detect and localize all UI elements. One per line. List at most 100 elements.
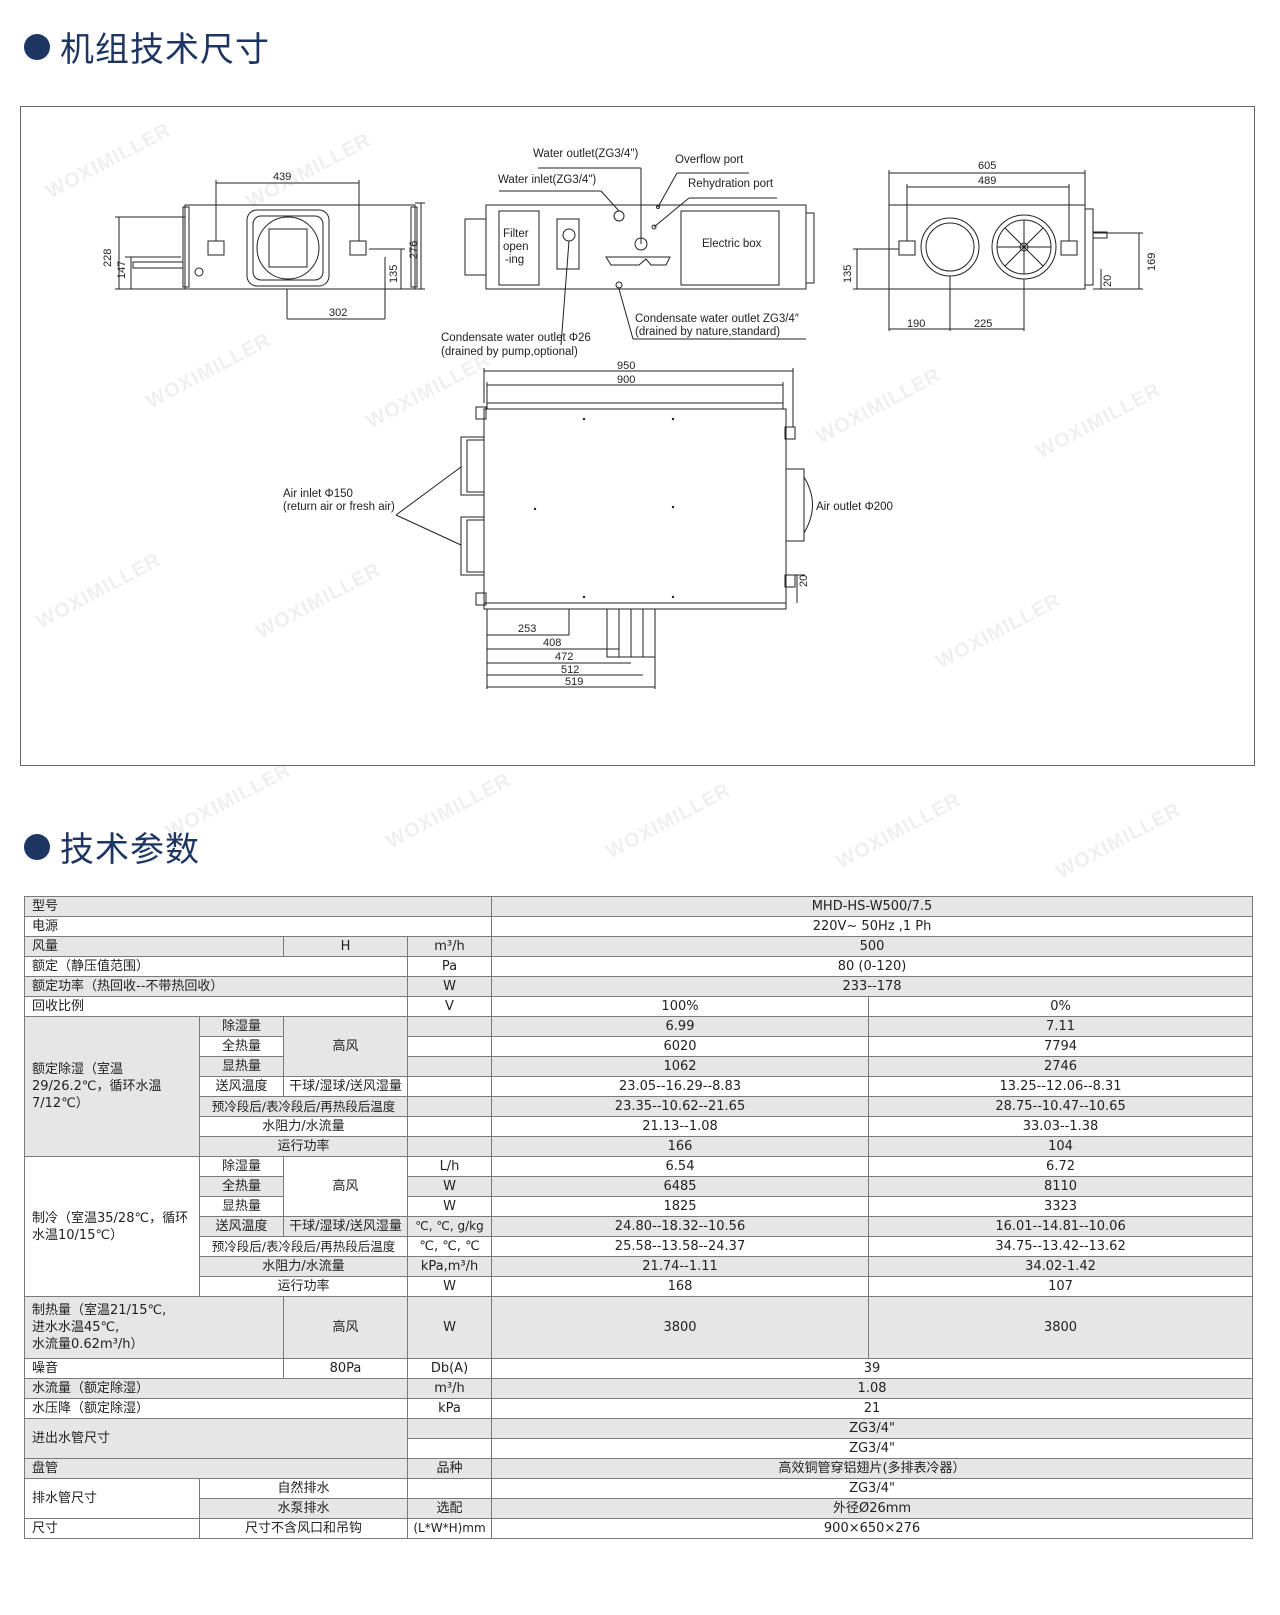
row-unit: (L*W*H)mm — [406, 1518, 493, 1539]
row-mode: 高风 — [283, 1156, 408, 1217]
row-label: 盘管 — [24, 1458, 408, 1479]
row-mode: 高风 — [283, 1296, 408, 1359]
dim-228: 228 — [102, 249, 114, 267]
table-row: 进出水管尺寸 ZG3/4" — [24, 1418, 1254, 1459]
table-row: 运行功率 W 168 107 — [25, 1276, 1254, 1297]
row-name: 全热量 — [199, 1036, 284, 1057]
table-row: 预冷段后/表冷段后/再热段后温度 23.35--10.62--21.65 28.… — [25, 1096, 1254, 1117]
row-name: 水泵排水 — [199, 1498, 408, 1519]
table-row: 额定（静压值范围） Pa 80 (0-120) — [24, 956, 1254, 977]
table-row: 全热量 W 6485 8110 — [25, 1176, 1254, 1197]
dim-190: 190 — [907, 318, 925, 330]
row-mode: H — [283, 936, 408, 957]
row-unit — [406, 1116, 493, 1137]
table-row: 全热量 6020 7794 — [25, 1036, 1254, 1057]
table-row: 预冷段后/表冷段后/再热段后温度 ℃, ℃, ℃ 25.58--13.58--2… — [25, 1236, 1254, 1257]
row-unit: W — [406, 1176, 493, 1197]
row-cond: 80Pa — [283, 1358, 408, 1379]
dim-605: 605 — [978, 160, 996, 172]
row-sub: 干球/湿球/送风湿量 — [283, 1076, 408, 1097]
label-condensate-pump: (drained by pump,optional) — [441, 346, 578, 358]
bullet-dot — [24, 833, 50, 860]
dim-439: 439 — [273, 171, 291, 183]
heating-label-line: 进水水温45℃, — [32, 1320, 120, 1335]
row-name: 运行功率 — [199, 1136, 408, 1157]
row-unit: W — [406, 976, 493, 997]
row-name: 送风温度 — [199, 1076, 284, 1097]
table-row: 水压降（额定除湿） kPa 21 — [24, 1398, 1254, 1419]
heating-label-line: 水流量0.62m³/h） — [32, 1337, 144, 1352]
dimension-drawing: Water outlet(ZG3/4") Water inlet(ZG3/4")… — [102, 148, 1158, 689]
row-unit — [406, 1418, 493, 1439]
row-unit: W — [406, 1196, 493, 1217]
row-value-a: 3800 — [491, 1296, 870, 1359]
table-row: 送风温度 干球/湿球/送风湿量 ℃, ℃, g/kg 24.80--18.32-… — [25, 1216, 1254, 1237]
dim-489: 489 — [978, 175, 996, 187]
row-label: 回收比例 — [24, 996, 408, 1017]
watermark: WOXIMILLER — [382, 769, 515, 854]
filter-box — [498, 210, 540, 286]
heating-label: 制热量（室温21/15℃, 进水水温45℃, 水流量0.62m³/h） — [24, 1296, 284, 1359]
row-unit: W — [406, 1276, 493, 1297]
dim-225: 225 — [974, 318, 992, 330]
dim-135-front: 135 — [842, 265, 854, 283]
spec-table: 型号 MHD-HS-W500/7.5 电源 220V~ 50Hz ,1 Ph 风… — [23, 896, 1254, 1539]
row-value-a: 23.05--16.29--8.83 — [491, 1076, 870, 1097]
label-electric-box: Electric box — [702, 238, 762, 250]
label-condensate-nature: Condensate water outlet ZG3/4″ — [635, 313, 799, 325]
section-title: 机组技术尺寸 — [60, 30, 270, 70]
row-value: 900×650×276 — [491, 1518, 1254, 1539]
side-view-duct-frame — [246, 209, 330, 287]
table-row: 运行功率 166 104 — [25, 1136, 1254, 1157]
row-unit: L/h — [406, 1156, 493, 1177]
row-name: 水阻力/水流量 — [199, 1116, 408, 1137]
label-filter-opening: -ing — [505, 254, 524, 266]
row-value: 39 — [491, 1358, 1254, 1379]
row-label: 进出水管尺寸 — [24, 1418, 408, 1459]
watermark: WOXIMILLER — [602, 779, 735, 864]
row-unit: 选配 — [406, 1498, 493, 1519]
plan-outlet — [785, 468, 805, 542]
row-value-b: 0% — [868, 996, 1254, 1017]
row-value: ZG3/4" — [491, 1478, 1254, 1499]
row-name: 自然排水 — [199, 1478, 408, 1499]
row-value-a: 6485 — [491, 1176, 870, 1197]
row-value: 80 (0-120) — [491, 956, 1254, 977]
label-air-inlet: (return air or fresh air) — [283, 501, 395, 513]
label-condensate-pump: Condensate water outlet Φ26 — [441, 332, 591, 344]
row-label: 风量 — [24, 936, 284, 957]
row-value-a: 166 — [491, 1136, 870, 1157]
row-name: 预冷段后/表冷段后/再热段后温度 — [199, 1236, 408, 1257]
group-label-cooling: 制冷（室温35/28℃，循环水温10/15℃） — [24, 1156, 200, 1297]
section-title: 技术参数 — [60, 830, 200, 870]
row-value-a: 168 — [491, 1276, 870, 1297]
row-value-b: 8110 — [868, 1176, 1254, 1197]
section-header-specs: 技术参数 — [24, 822, 200, 871]
row-label: 型号 — [23, 896, 493, 917]
label-air-inlet: Air inlet Φ150 — [283, 488, 353, 500]
row-sub: 干球/湿球/送风湿量 — [283, 1216, 408, 1237]
row-label: 水流量（额定除湿） — [24, 1378, 408, 1399]
table-row: 尺寸 尺寸不含风口和吊钩 (L*W*H)mm 900×650×276 — [24, 1518, 1254, 1539]
label-overflow-port: Overflow port — [675, 154, 744, 166]
group-label-dehumidify: 额定除湿（室温29/26.2℃，循环水温7/12℃） — [24, 1016, 200, 1157]
plan-inlet-2 — [460, 516, 485, 576]
table-row: 排水管尺寸 自然排水 ZG3/4" — [24, 1478, 1254, 1519]
dim-135-side: 135 — [388, 265, 400, 283]
row-unit: Pa — [406, 956, 493, 977]
row-value-a: 1062 — [491, 1056, 870, 1077]
row-value: 500 — [491, 936, 1254, 957]
table-row: 回收比例 V 100% 0% — [24, 996, 1254, 1017]
row-value: 高效铜管穿铝翅片(多排表冷器） — [491, 1458, 1254, 1479]
row-label: 水压降（额定除湿） — [24, 1398, 408, 1419]
watermark: WOXIMILLER — [832, 789, 965, 874]
dim-408: 408 — [543, 637, 561, 649]
table-row: 制热量（室温21/15℃, 进水水温45℃, 水流量0.62m³/h） 高风 W… — [24, 1296, 1254, 1359]
row-value-a: 23.35--10.62--21.65 — [491, 1096, 870, 1117]
row-unit: W — [406, 1296, 493, 1359]
watermark: WOXIMILLER — [1052, 799, 1185, 884]
bullet-dot — [24, 33, 50, 60]
dim-276: 276 — [408, 241, 420, 259]
side-view-body — [184, 204, 416, 290]
label-water-inlet: Water inlet(ZG3/4") — [498, 174, 596, 186]
